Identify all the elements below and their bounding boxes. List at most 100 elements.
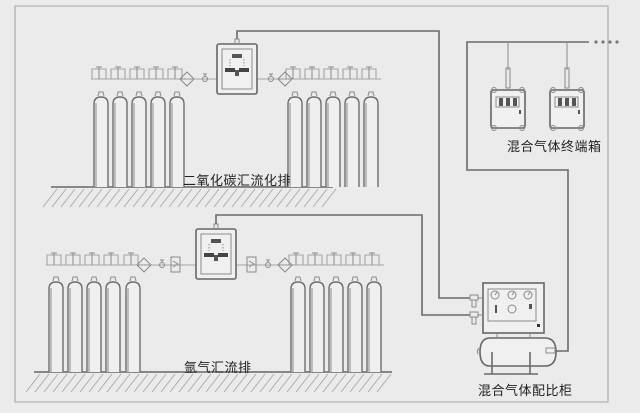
gas-cylinder: [309, 281, 325, 372]
ground-hatch: [231, 188, 247, 208]
ground-hatch: [312, 188, 328, 208]
gas-cylinder: [344, 96, 360, 187]
ground-hatch: [42, 188, 58, 208]
ground-hatch: [87, 188, 103, 208]
gas-cylinder: [131, 96, 147, 187]
ground-hatch: [322, 373, 338, 393]
ground-hatch: [169, 373, 185, 393]
ground-hatch: [241, 373, 257, 393]
terminal-hose: [564, 67, 570, 89]
ground-hatch: [133, 373, 149, 393]
gauge-icon: [506, 98, 510, 106]
ground-hatch: [196, 373, 212, 393]
ground-hatch: [286, 373, 302, 393]
filter-icon: [179, 71, 195, 87]
gauge-icon: [499, 98, 503, 106]
gas-cylinder: [125, 281, 141, 372]
ground-hatch: [294, 188, 310, 208]
mixed-gas-supply-pipe: [466, 41, 589, 352]
ground-hatch: [376, 373, 392, 393]
ground-hatch: [195, 188, 211, 208]
mixing-knob-icon: [507, 304, 517, 314]
cylinder-valve-icon: [291, 91, 299, 97]
cabinet-body: [482, 282, 545, 334]
ground-hatch: [61, 373, 77, 393]
ground-hatch: [249, 188, 265, 208]
ground-hatch: [331, 373, 347, 393]
ground-hatch: [70, 373, 86, 393]
mount-lug: [578, 87, 584, 93]
cylinder-valve-icon: [97, 91, 105, 97]
continuation-dot: [615, 40, 619, 44]
inlet-filter-icon: [469, 311, 479, 318]
cylinder-valve-icon: [348, 91, 356, 97]
ground-hatch: [51, 188, 67, 208]
gauge-right-icon: [218, 253, 228, 257]
ground-hatch: [214, 373, 230, 393]
ground-hatch: [106, 373, 122, 393]
gauge-icon: [572, 98, 576, 106]
filter-icon: [277, 71, 293, 87]
terminal-box: [549, 89, 585, 129]
cylinder-valve-icon: [116, 91, 124, 97]
continuation-dot: [601, 40, 605, 44]
argon-manifold-label: 氩气汇流排: [184, 361, 252, 376]
gauge-icon: [565, 98, 569, 106]
ground-hatch: [97, 373, 113, 393]
mixing-cabinet: [469, 282, 557, 375]
switch-icon: [519, 110, 521, 114]
ground-hatch: [123, 188, 139, 208]
ground-hatch: [285, 188, 301, 208]
ground-hatch: [204, 188, 220, 208]
switch-icon: [235, 70, 239, 76]
mount-lug: [519, 125, 525, 131]
ground-hatch: [160, 373, 176, 393]
ground-hatch: [276, 188, 292, 208]
argon-manifold: [25, 223, 392, 393]
ground-hatch: [277, 373, 293, 393]
argon-supply-pipe: [215, 214, 470, 316]
ground-hatch: [60, 188, 76, 208]
gauge-icon: [558, 98, 562, 106]
cylinder-valve-icon: [154, 91, 162, 97]
ground-hatch: [150, 188, 166, 208]
gas-cylinder: [363, 96, 379, 187]
cylinder-valve-icon: [351, 276, 359, 282]
mixing-cabinet-label: 混合气体配比柜: [478, 384, 573, 399]
ground-hatch: [105, 188, 121, 208]
ground-hatch: [25, 373, 41, 393]
pressure-regulator: [170, 256, 181, 273]
ground-hatch: [141, 188, 157, 208]
ground-hatch: [304, 373, 320, 393]
ground-hatch: [132, 188, 148, 208]
inlet-filter-icon: [469, 294, 479, 301]
pressure-gauge-icon: [507, 290, 517, 300]
cylinder-valve-icon: [173, 91, 181, 97]
switchover-panel: [195, 228, 237, 280]
ground-hatch: [79, 373, 95, 393]
continuation-dot: [594, 40, 598, 44]
cylinder-valve-icon: [71, 276, 79, 282]
pressure-gauge-icon: [490, 290, 500, 300]
ground-hatch: [340, 373, 356, 393]
ground-hatch: [78, 188, 94, 208]
cylinder-valve-icon: [129, 276, 137, 282]
ground-hatch: [151, 373, 167, 393]
terminal-boxes-label: 混合气体终端箱: [507, 140, 602, 155]
ground-hatch: [115, 373, 131, 393]
gas-cylinder: [347, 281, 363, 372]
cabinet-panel: [487, 288, 537, 322]
ground-hatch: [295, 373, 311, 393]
ground-hatch: [159, 188, 175, 208]
terminal-box: [490, 89, 526, 129]
terminal-display: [495, 96, 520, 108]
gas-pipelines: [215, 30, 619, 352]
ground-hatch: [313, 373, 329, 393]
gauge-left-icon: [204, 253, 214, 257]
filter-icon: [277, 257, 293, 273]
mount-lug: [491, 125, 497, 131]
gas-cylinder: [93, 96, 109, 187]
buffer-tank: [479, 337, 557, 367]
ground-hatch: [186, 188, 202, 208]
gauge-icon: [513, 98, 517, 106]
